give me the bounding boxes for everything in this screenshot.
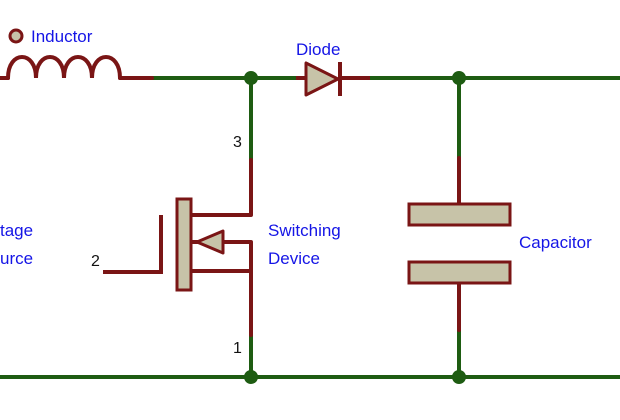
capacitor-label: Capacitor — [519, 233, 592, 252]
switching-label-line1: Switching — [268, 221, 341, 240]
inductor-symbol: Inductor — [6, 27, 122, 80]
switching-label-line2: Device — [268, 249, 320, 268]
mosfet-arrow — [195, 229, 225, 255]
pin-label-drain: 3 — [233, 134, 242, 151]
source-label-line1: tage — [0, 221, 33, 240]
capacitor-plate-bottom — [407, 260, 512, 285]
source-label-line2: urce — [0, 249, 33, 268]
wires — [0, 76, 620, 379]
inductor-pin-marker — [8, 28, 24, 44]
junctions — [244, 71, 466, 384]
mosfet-channel — [175, 197, 193, 292]
junction-dot — [452, 370, 466, 384]
diode-symbol: Diode — [296, 40, 370, 97]
gate-lead — [103, 215, 163, 274]
junction-dot — [244, 370, 258, 384]
pin-label-gate: 2 — [91, 253, 100, 270]
diode-label: Diode — [296, 40, 340, 59]
diode-triangle — [304, 61, 340, 97]
component-leads — [0, 76, 461, 337]
voltage-source-label: tage urce — [0, 221, 33, 268]
junction-dot — [452, 71, 466, 85]
pin-label-source: 1 — [233, 340, 242, 357]
mosfet-symbol: 3 2 1 Switching Device — [91, 134, 341, 357]
capacitor-symbol: Capacitor — [407, 202, 592, 285]
junction-dot — [244, 71, 258, 85]
capacitor-plate-top — [407, 202, 512, 227]
inductor-label: Inductor — [31, 27, 93, 46]
inductor-coil — [6, 55, 122, 80]
